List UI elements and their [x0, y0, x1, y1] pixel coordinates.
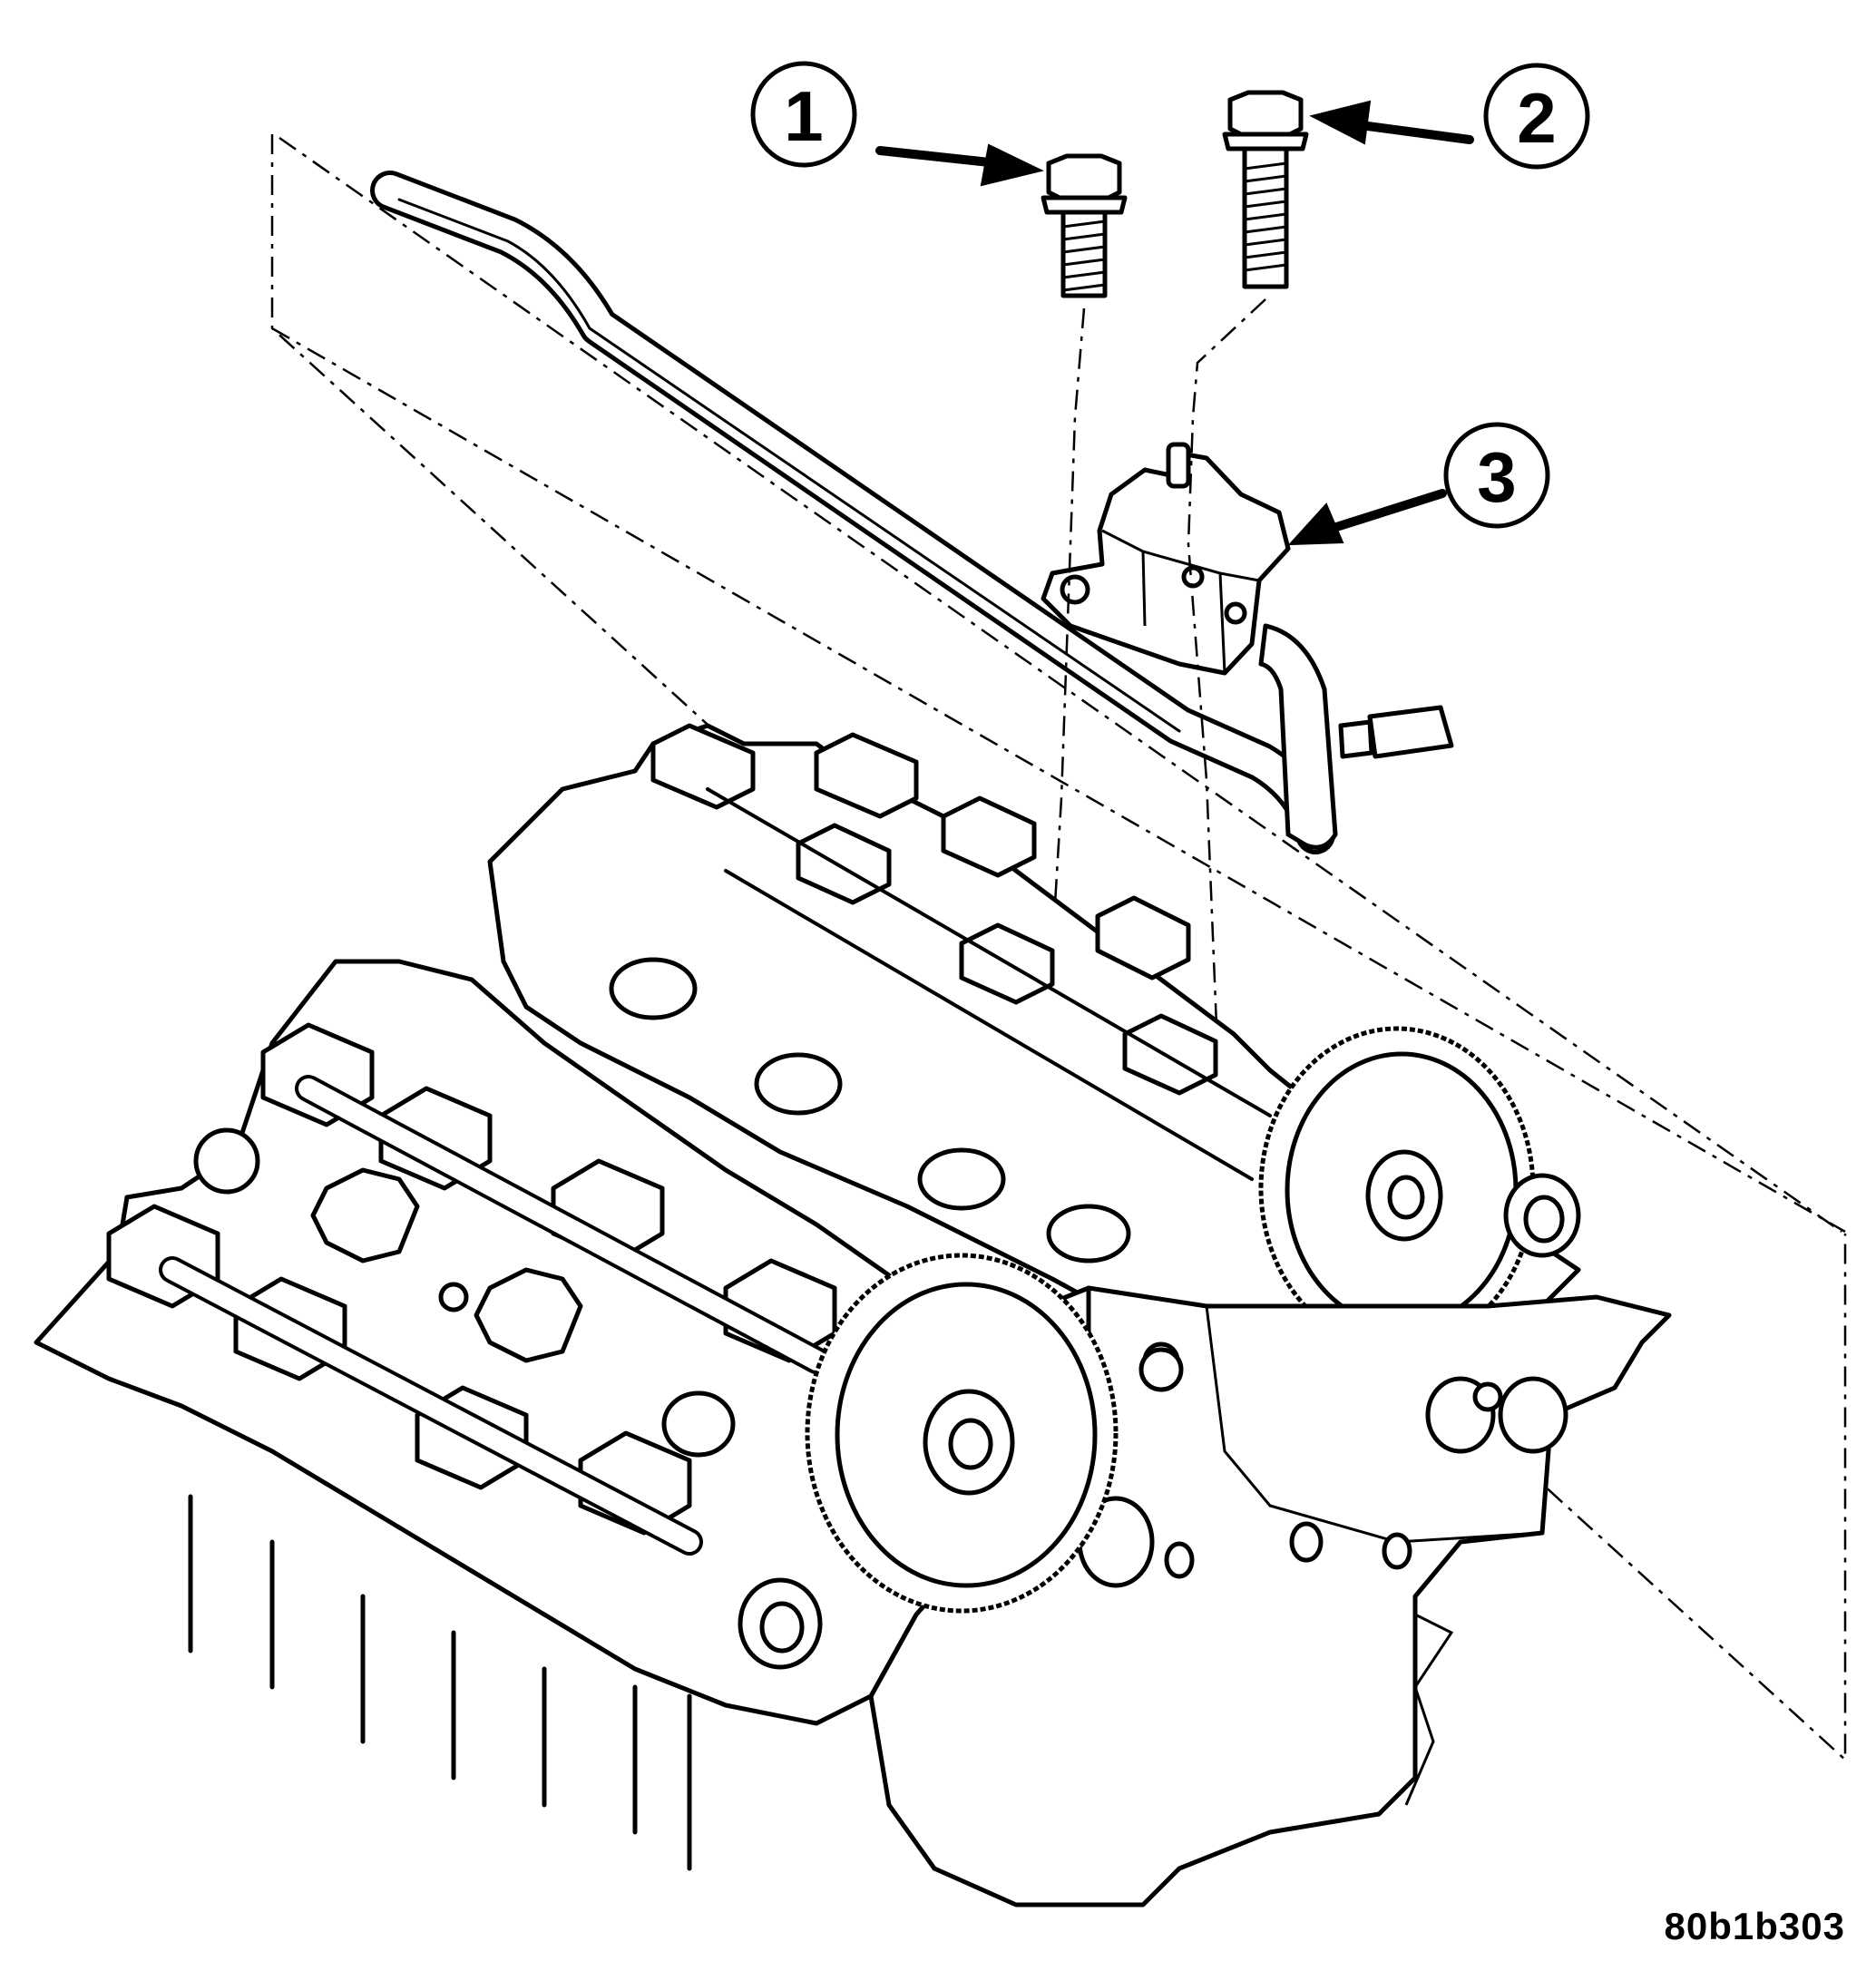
callout-arrow-3 [1287, 489, 1447, 546]
callout-1: 1 [750, 61, 857, 168]
callout-2: 2 [1483, 63, 1590, 170]
callout-number-3: 3 [1477, 437, 1516, 517]
bolt-short [1041, 153, 1128, 298]
callout-arrow-1 [875, 143, 1044, 187]
callout-3: 3 [1443, 422, 1550, 529]
callout-number-1: 1 [784, 76, 823, 156]
callout-arrow-2 [1309, 100, 1474, 145]
callout-number-2: 2 [1517, 78, 1556, 158]
alignment-plane-outline [270, 134, 1847, 1762]
front-cylinder-head [34, 959, 1180, 1871]
bolt-alignment-lines [1032, 298, 1266, 1253]
figure-id: 80b1b303 [1664, 1905, 1845, 1947]
rear-cam-sprocket [1258, 1026, 1581, 1351]
front-cam-sprocket [738, 1253, 1184, 1670]
rocker-stars [310, 1167, 583, 1363]
tube-mounting-bracket [1041, 442, 1454, 850]
bolt-long [1222, 90, 1309, 289]
